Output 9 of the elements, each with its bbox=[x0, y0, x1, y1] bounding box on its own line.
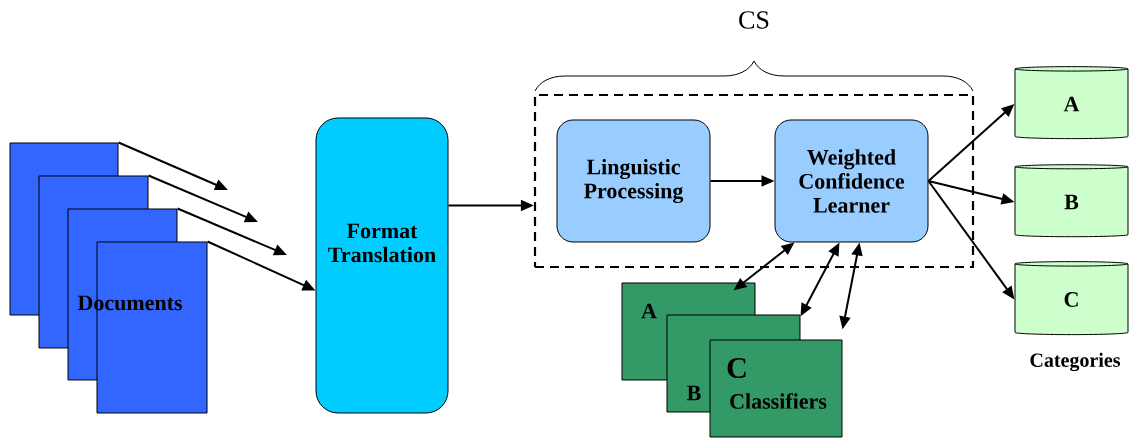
category-cylinder: A bbox=[1014, 66, 1129, 140]
classifier-card: C Classifiers bbox=[709, 339, 843, 438]
category-cylinder: C bbox=[1014, 261, 1129, 336]
process-box: Weighted Confidence Learner bbox=[774, 119, 929, 243]
group-heading: CS bbox=[739, 11, 769, 29]
category-cylinder: B bbox=[1014, 164, 1129, 238]
stack-label: Documents bbox=[77, 295, 182, 311]
format-box: Format Translation bbox=[315, 117, 449, 414]
process-box: Linguistic Processing bbox=[556, 119, 711, 243]
